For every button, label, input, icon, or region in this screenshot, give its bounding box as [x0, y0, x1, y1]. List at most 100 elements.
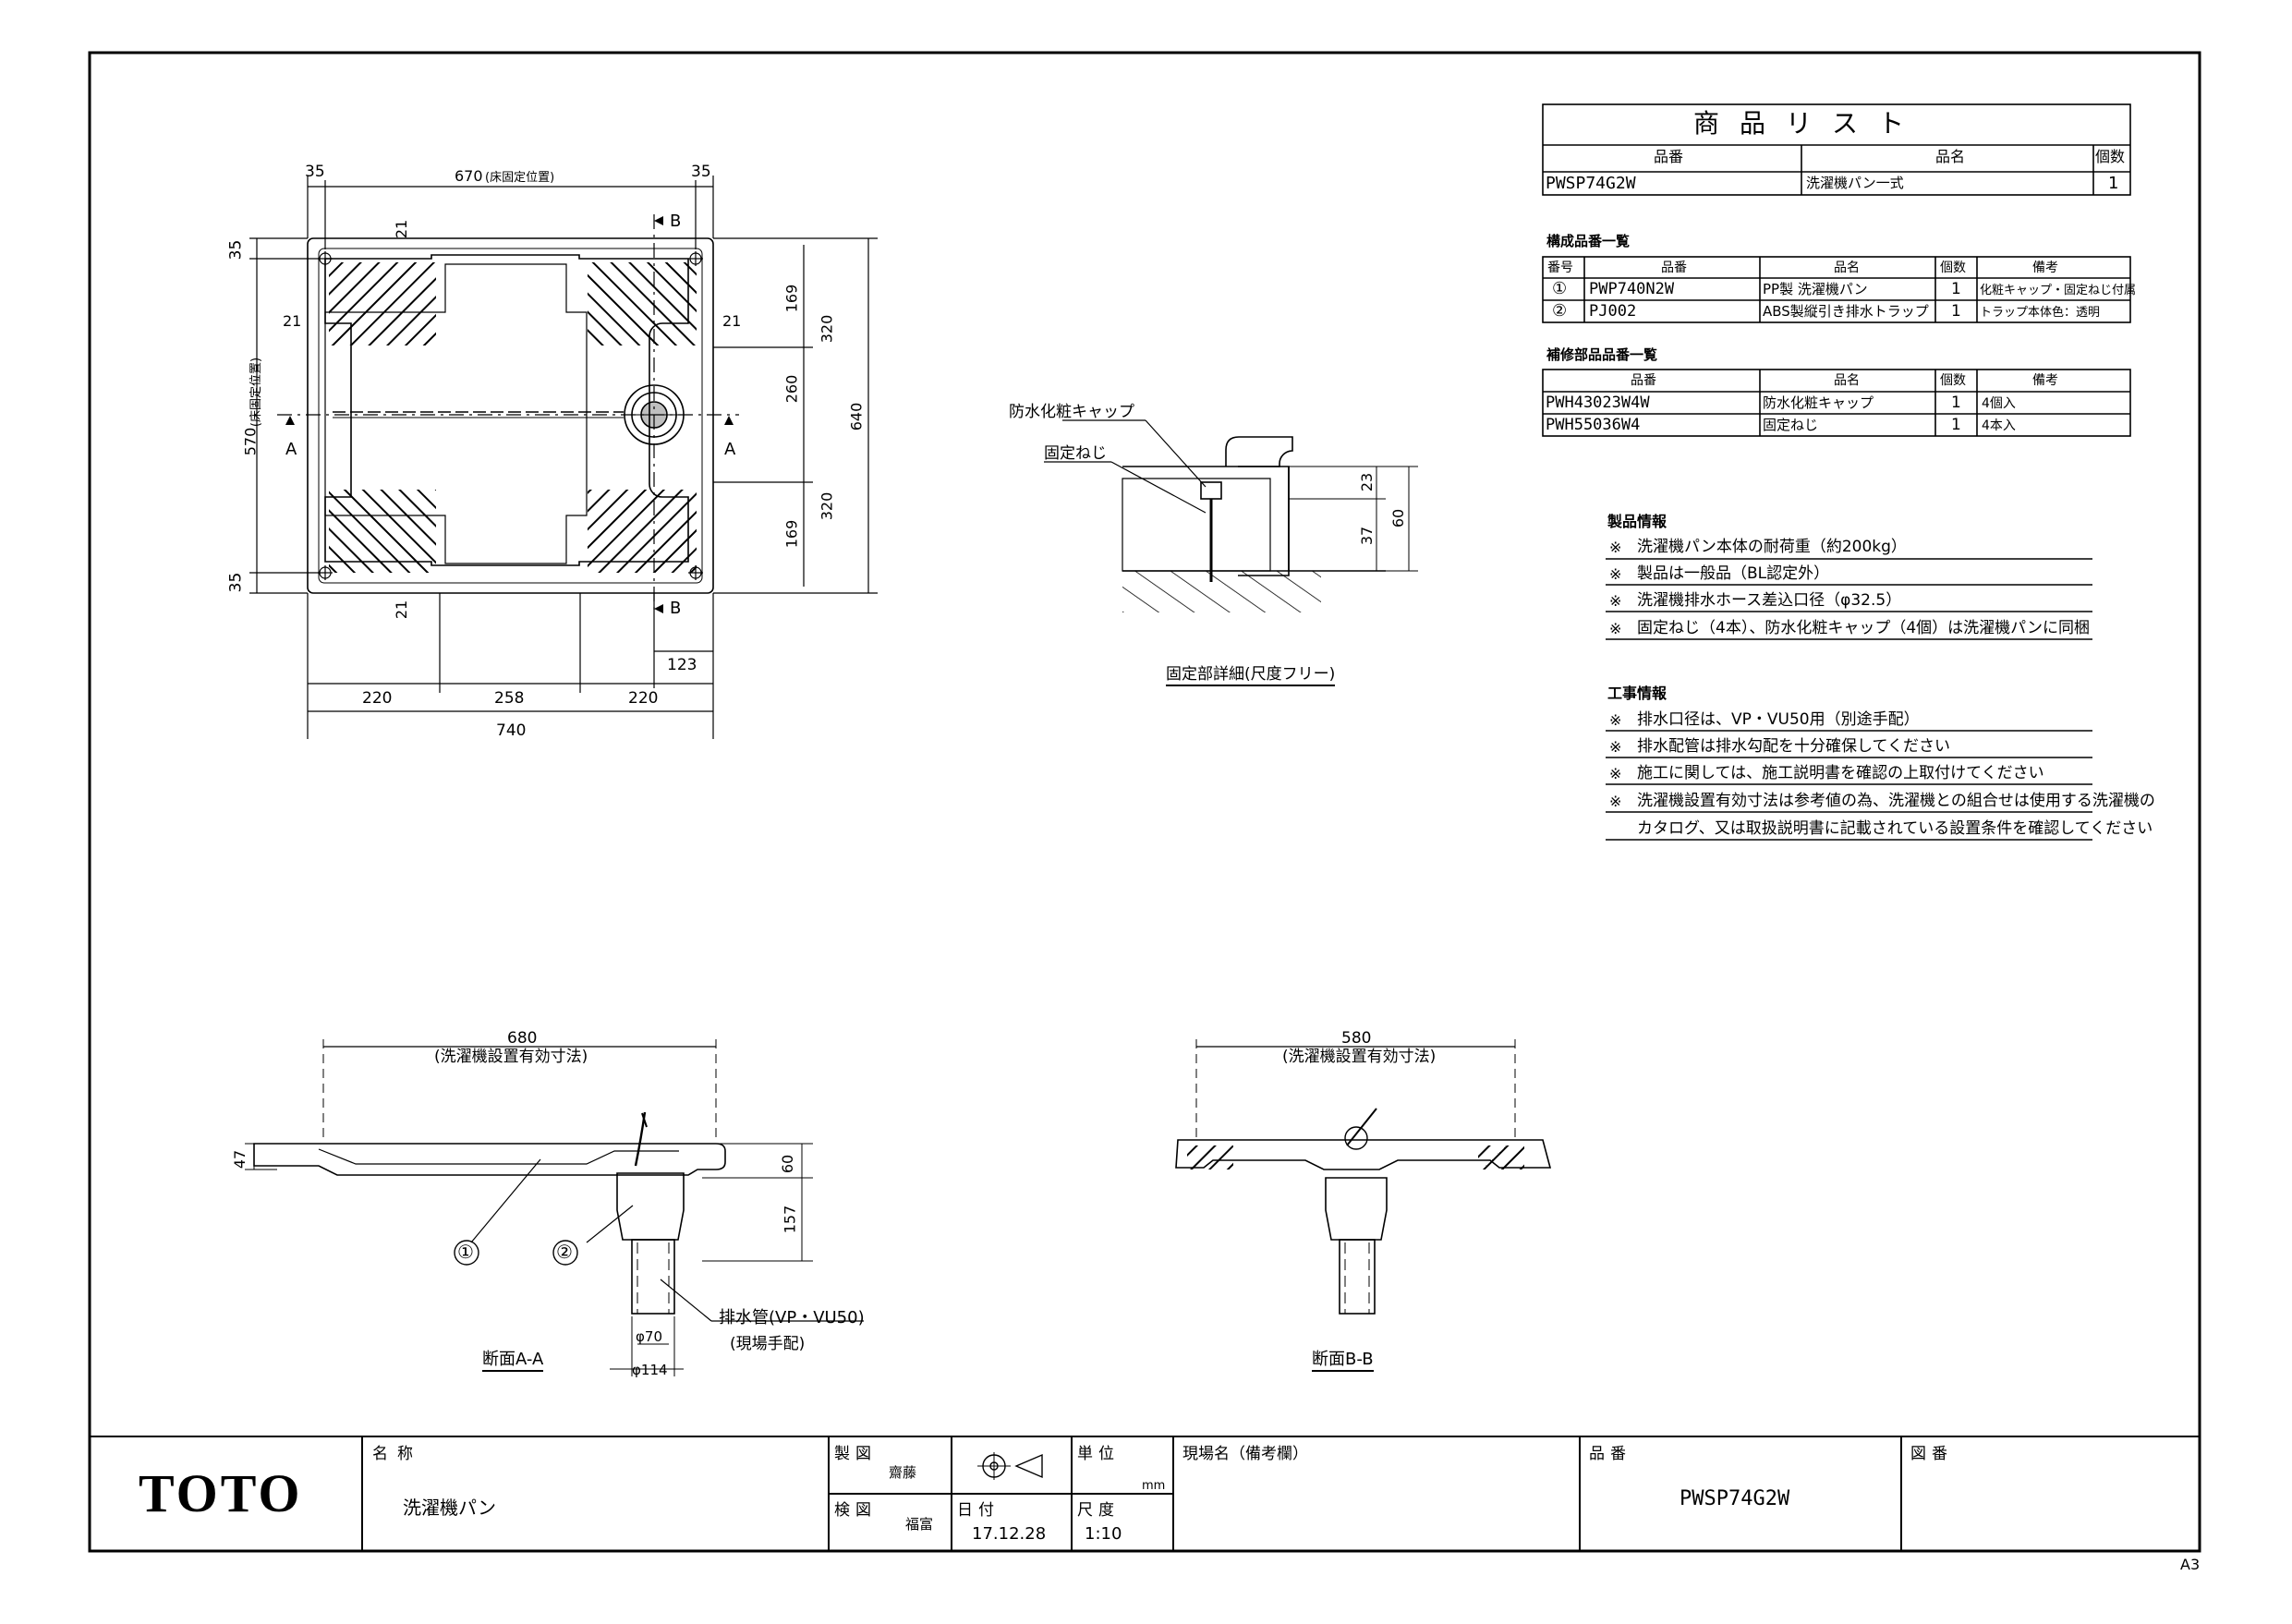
plan-dim-top-left: 35: [305, 163, 325, 181]
date-label: 日付: [957, 1501, 1000, 1520]
product-info-bullet-4: ※: [1609, 620, 1622, 637]
components-header-code: 品番: [1661, 261, 1687, 275]
components-header-qty: 個数: [1940, 261, 1966, 275]
section-mark-a-left: A: [285, 440, 297, 459]
plan-dim-left-top: 35: [226, 239, 246, 261]
part-label: 品番: [1589, 1445, 1631, 1463]
product-list-code: PWSP74G2W: [1546, 174, 1636, 193]
product-info-item-1: 洗濯機パン本体の耐荷重（約200kg）: [1637, 538, 1907, 556]
product-list-title: 商品リスト: [1693, 108, 1925, 139]
repair-parts-row2-name: 固定ねじ: [1763, 417, 1819, 433]
plan-dim-bottom-258: 258: [494, 689, 525, 708]
repair-parts-row2-code: PWH55036W4: [1546, 416, 1641, 434]
components-header-note: 備考: [2032, 261, 2058, 275]
components-row2-name: ABS製縦引き排水トラップ: [1763, 303, 1929, 320]
plan-dim-bottom-740: 740: [496, 721, 527, 740]
plan-dim-left-bottom: 35: [226, 572, 246, 593]
work-info-title: 工事情報: [1607, 685, 1667, 702]
fixing-caption: 固定部詳細(尺度フリー): [1166, 667, 1336, 686]
toto-logo: TOTO: [139, 1463, 303, 1523]
work-info-item-2: 排水配管は排水勾配を十分確保してください: [1637, 737, 1950, 756]
product-list-header-qty: 個数: [2095, 148, 2126, 165]
plan-dim-21-left: 21: [283, 312, 302, 330]
product-list-name: 洗濯機パン一式: [1806, 175, 1904, 191]
info-underlines: [1606, 558, 2092, 841]
checked-label: 検図: [834, 1501, 877, 1520]
scale-label: 尺度: [1077, 1501, 1120, 1520]
section-a-a: [245, 1039, 864, 1376]
repair-parts-table: [1542, 369, 2131, 437]
work-info-bullet-2: ※: [1609, 738, 1622, 756]
components-row1-qty: 1: [1951, 280, 1961, 298]
section-aa-pipe-inner: φ70: [636, 1328, 662, 1345]
part-number: PWSP74G2W: [1680, 1487, 1790, 1510]
work-info-bullet-4: ※: [1609, 793, 1622, 810]
section-aa-pipe-label: 排水管(VP・VU50): [719, 1308, 865, 1327]
plan-dim-bottom-220b: 220: [628, 689, 659, 708]
repair-parts-row1-note: 4個入: [1982, 396, 2016, 411]
work-info-bullet-3: ※: [1609, 765, 1622, 782]
plan-dim-21-right: 21: [722, 312, 742, 330]
date-value: 17.12.28: [972, 1524, 1047, 1544]
plan-dim-left-note: (床固定位置): [249, 357, 264, 428]
section-b-b: [1175, 1039, 1552, 1315]
repair-parts-row1-code: PWH43023W4W: [1546, 394, 1650, 412]
components-row2-qty: 1: [1951, 302, 1961, 321]
title-block: [90, 1436, 2200, 1551]
product-info-bullet-1: ※: [1609, 539, 1622, 556]
components-row1-note: 化粧キャップ・固定ねじ付属: [1980, 284, 2137, 297]
section-mark-b-top: B: [670, 212, 682, 231]
work-info-item-4: 洗濯機設置有効寸法は参考値の為、洗濯機との組合せは使用する洗濯機の: [1637, 792, 2155, 810]
components-row2-code: PJ002: [1589, 302, 1637, 321]
title-name: 洗濯機パン: [403, 1497, 496, 1519]
site-label: 現場名（備考欄）: [1182, 1445, 1308, 1463]
components-header-name: 品名: [1834, 261, 1860, 275]
work-info-item-1: 排水口径は、VP・VU50用（別途手配）: [1637, 710, 1920, 729]
fixing-dim-37: 37: [1358, 526, 1376, 546]
fixing-label-screw: 固定ねじ: [1044, 444, 1107, 463]
product-info-item-4: 固定ねじ（4本）、防水化粧キャップ（4個）は洗濯機パンに同梱: [1637, 619, 2090, 637]
product-info-item-2: 製品は一般品（BL認定外）: [1637, 564, 1830, 583]
product-list-header-code: 品番: [1654, 148, 1684, 165]
section-mark-b-bottom: B: [670, 599, 682, 618]
components-row1-no: ①: [1552, 279, 1568, 298]
callout-1: ①: [457, 1241, 474, 1263]
plan-view: [249, 176, 878, 739]
product-info-item-3: 洗濯機排水ホース差込口径（φ32.5）: [1637, 591, 1902, 610]
work-info-bullet-1: ※: [1609, 711, 1622, 729]
section-aa-dim-47: 47: [231, 1149, 249, 1170]
product-info-bullet-3: ※: [1609, 592, 1622, 610]
product-list-table: [1542, 103, 2131, 196]
plan-dim-right-320b: 320: [818, 491, 836, 521]
repair-parts-row2-qty: 1: [1951, 416, 1961, 434]
title-name-label: 名称: [372, 1445, 422, 1463]
section-bb-caption: 断面B-B: [1312, 1351, 1374, 1372]
repair-parts-row2-note: 4本入: [1982, 418, 2016, 433]
components-header-no: 番号: [1547, 261, 1573, 275]
fixing-detail: [1044, 419, 1418, 612]
fixing-dim-23: 23: [1358, 472, 1376, 492]
section-aa-caption: 断面A-A: [482, 1351, 544, 1372]
components-title: 構成品番一覧: [1546, 233, 1631, 249]
section-bb-width-note: (洗濯機設置有効寸法): [1282, 1048, 1437, 1066]
plan-dim-left-570: 570: [241, 427, 260, 456]
plan-dim-top-note: (床固定位置): [485, 171, 555, 185]
repair-parts-header-name: 品名: [1834, 373, 1860, 388]
product-info-title: 製品情報: [1607, 513, 1667, 530]
plan-dim-right-260: 260: [782, 374, 801, 404]
unit-value: mm: [1142, 1479, 1166, 1493]
repair-parts-row1-name: 防水化粧キャップ: [1763, 394, 1874, 411]
section-aa-pipe-outer: φ114: [632, 1362, 668, 1378]
plan-dim-21-top: 21: [393, 219, 411, 239]
components-table: [1542, 256, 2131, 323]
repair-parts-title: 補修部品品番一覧: [1546, 346, 1658, 363]
product-list-header-name: 品名: [1935, 148, 1966, 165]
unit-label: 単位: [1077, 1445, 1120, 1463]
section-mark-a-right: A: [724, 440, 736, 459]
section-bb-width: 580: [1341, 1029, 1372, 1048]
work-info-item-3: 施工に関しては、施工説明書を確認の上取付けてください: [1637, 764, 2044, 782]
repair-parts-header-code: 品番: [1631, 373, 1656, 388]
repair-parts-header-note: 備考: [2032, 373, 2058, 388]
